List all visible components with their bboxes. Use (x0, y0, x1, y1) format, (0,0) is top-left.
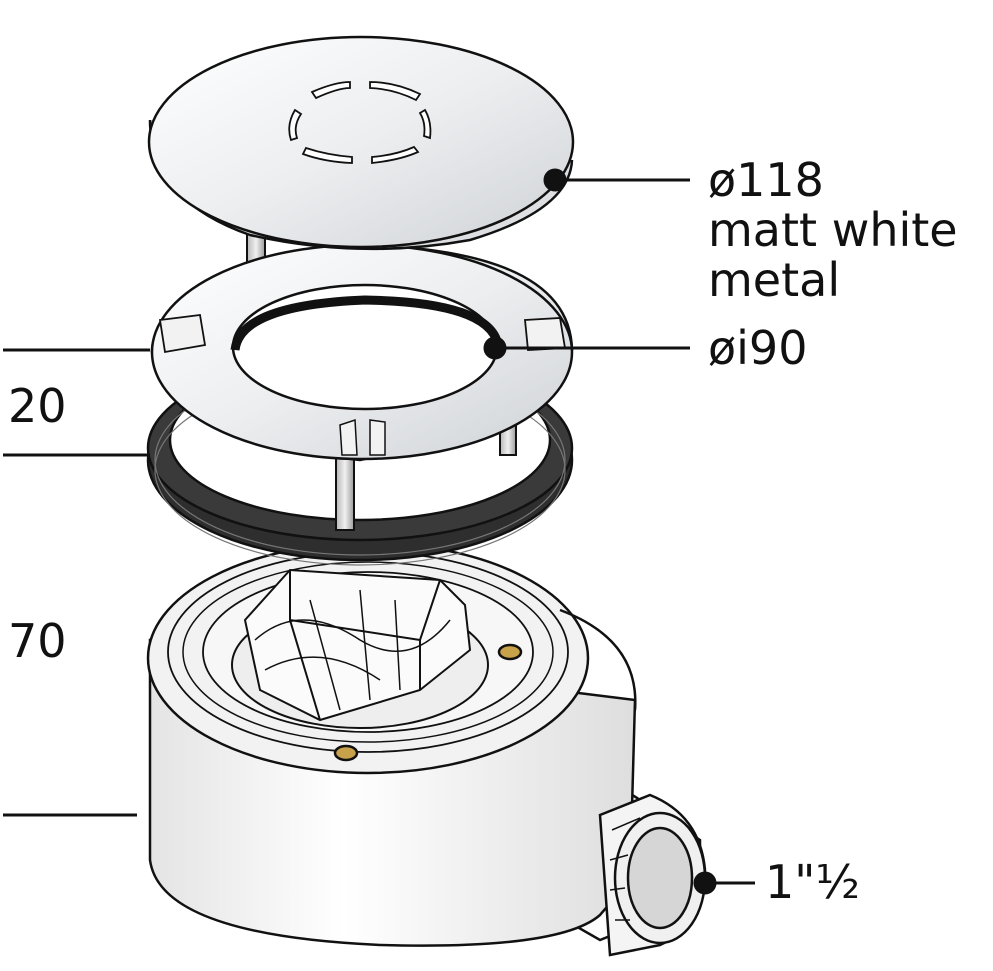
cover-diameter-label: ø118 (708, 153, 824, 207)
body-height-label: 70 (8, 614, 67, 668)
cover-slots (288, 81, 432, 165)
callout-lines (483, 168, 755, 895)
cover-plate (147, 35, 575, 251)
outlet-size-label: 1"½ (765, 855, 861, 909)
inner-diameter-dot (483, 336, 507, 360)
hair-trap-basket (243, 568, 472, 722)
dimension-lines (3, 348, 150, 817)
flange-height-label: 20 (8, 379, 67, 433)
inner-diameter-label: øi90 (708, 321, 808, 375)
flange-ring (150, 243, 574, 462)
outlet-nut (598, 793, 707, 957)
cover-diameter-dot (543, 168, 567, 192)
cover-finish-label-line1: matt white (708, 203, 958, 257)
cover-finish-label-line2: metal (708, 253, 841, 307)
outlet-dot (693, 871, 717, 895)
